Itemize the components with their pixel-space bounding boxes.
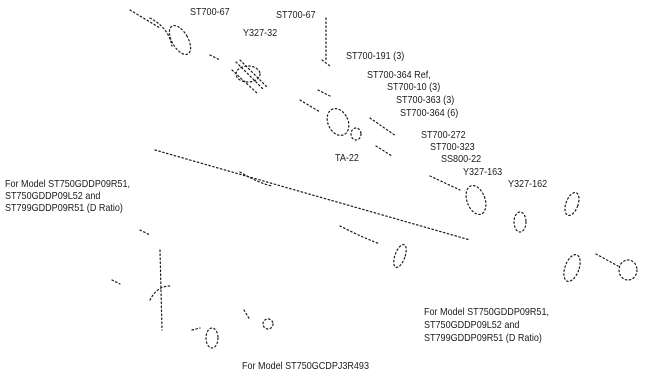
callout-y327-162: Y327-162 <box>508 178 548 190</box>
model-note-left-line-1: For Model ST750GDDP09R51, <box>5 178 130 190</box>
right-hub-assembly <box>429 175 580 233</box>
mid-right-brake-part <box>393 243 407 269</box>
model-note-right-line-1: For Model ST750GDDP09R51, <box>424 306 549 318</box>
callout-st700-272: ST700-272 <box>421 129 466 141</box>
far-right-hub-assembly <box>563 253 638 282</box>
callout-st700-364-ref: ST700-364 Ref, <box>367 69 431 81</box>
model-note-right-line-3: ST799GDDP09R51 (D Ratio) <box>424 332 542 344</box>
callout-st700-323: ST700-323 <box>430 141 475 153</box>
callout-st700-191: ST700-191 (3) <box>346 50 405 62</box>
upper-coil-spring-part <box>209 54 269 95</box>
model-note-bottom: For Model ST750GCDPJ3R493 <box>242 360 369 372</box>
callout-st700-10: ST700-10 (3) <box>387 81 441 93</box>
axle-shaft <box>154 149 471 245</box>
model-note-left-line-2: ST750GDDP09L52 and <box>5 190 101 202</box>
center-hub-assembly <box>299 89 397 157</box>
callout-ta-22: TA-22 <box>335 152 359 164</box>
top-left-bearing-part <box>129 9 192 56</box>
lower-left-assembly <box>111 229 274 349</box>
model-note-left-line-3: ST799GDDP09R51 (D Ratio) <box>5 202 123 214</box>
vertical-fastener-part <box>321 17 331 67</box>
callout-ss800-22: SS800-22 <box>441 153 482 165</box>
callout-st700-363: ST700-363 (3) <box>396 94 455 106</box>
callout-st700-67-left: ST700-67 <box>190 6 230 18</box>
model-note-right-line-2: ST750GDDP09L52 and <box>424 319 520 331</box>
callout-y327-163: Y327-163 <box>463 166 503 178</box>
callout-st700-67-right: ST700-67 <box>276 9 316 21</box>
callout-st700-364: ST700-364 (6) <box>400 107 459 119</box>
callout-y327-32: Y327-32 <box>243 27 278 39</box>
